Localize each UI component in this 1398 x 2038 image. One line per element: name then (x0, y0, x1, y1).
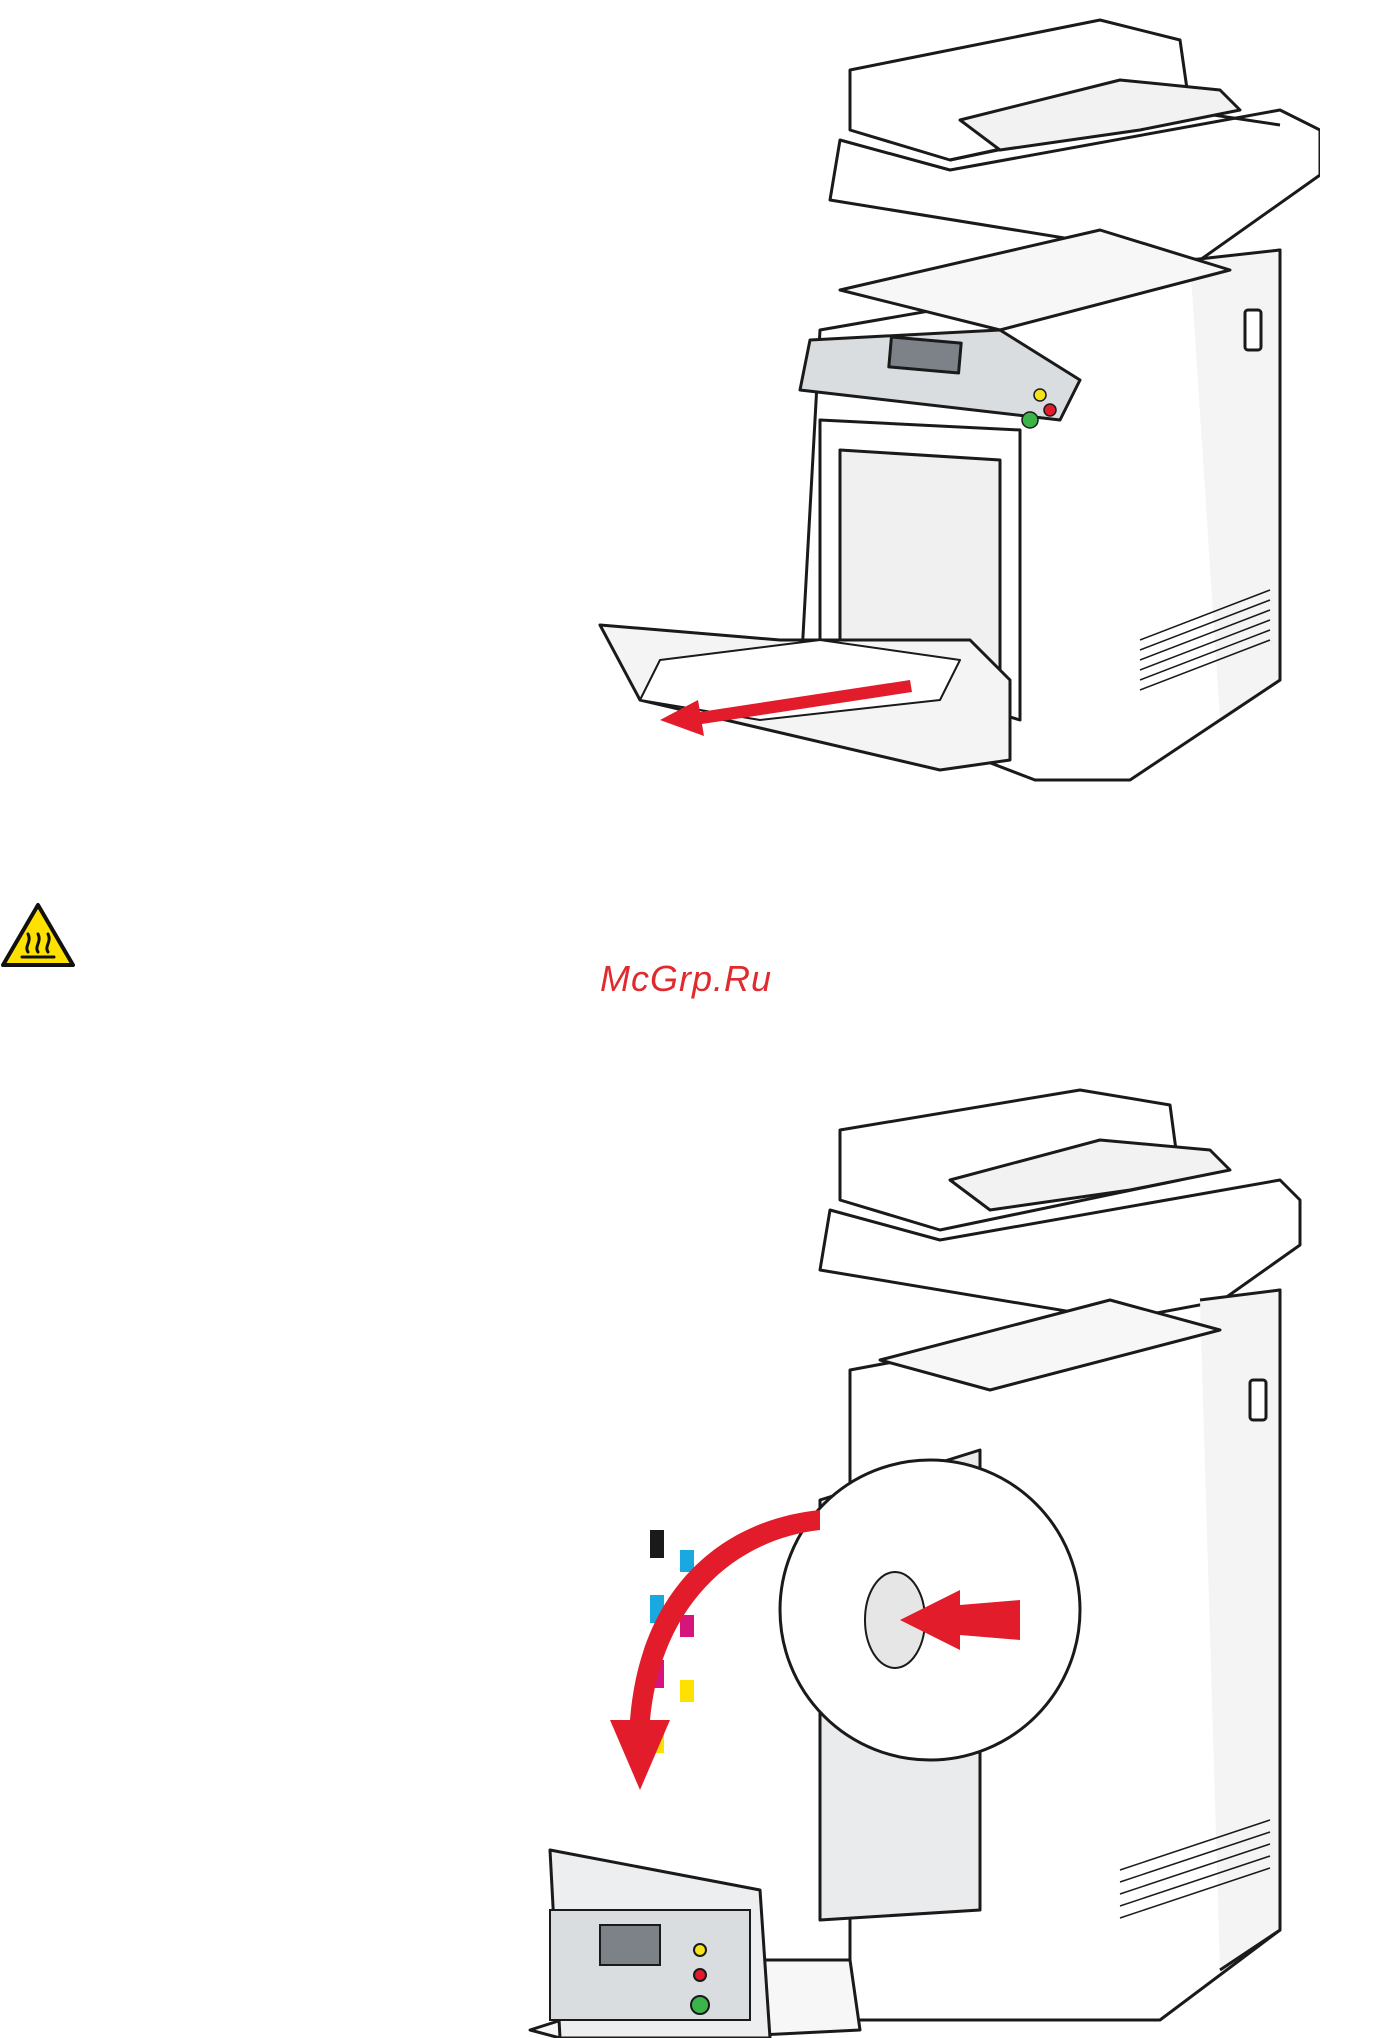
printer-front-mp-feeder-jam-illustration (580, 0, 1320, 790)
watermark-text: McGrp.Ru (600, 958, 820, 1000)
toner-black (650, 1530, 664, 1558)
printer-front-door-open-illustration (520, 1030, 1320, 2038)
hot-surface-caution-icon (0, 902, 76, 968)
